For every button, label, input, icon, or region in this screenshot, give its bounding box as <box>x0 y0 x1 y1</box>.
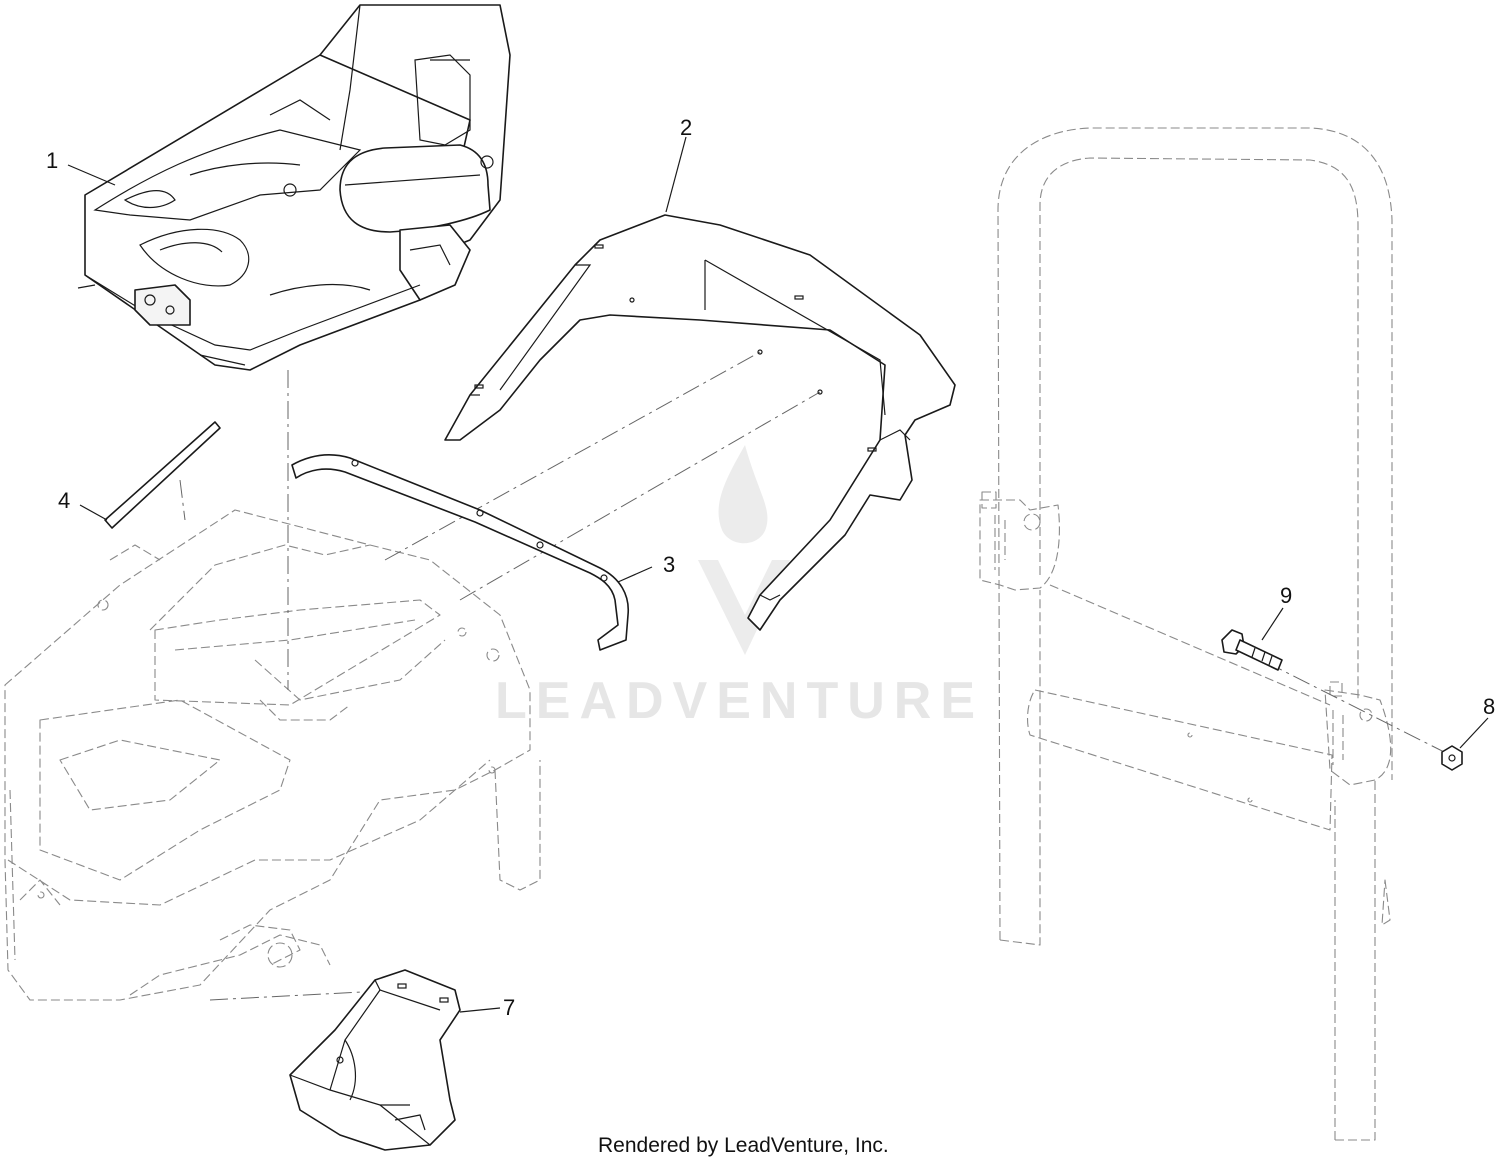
callout-9: 9 <box>1280 583 1292 608</box>
callout-3: 3 <box>663 552 675 577</box>
bolt <box>1221 607 1284 671</box>
callout-2-leader <box>665 136 687 213</box>
retaining-strap <box>291 454 653 651</box>
callout-2: 2 <box>680 115 692 140</box>
rops-pivot-bracket-upper <box>979 491 1060 591</box>
callout-7: 7 <box>503 995 515 1020</box>
rops-pivot-bracket-lower <box>1324 681 1392 786</box>
rendered-by-credit: Rendered by LeadVenture, Inc. <box>598 1134 889 1157</box>
decal-strip <box>79 421 221 529</box>
callout-1-leader <box>67 164 116 186</box>
seat-pan-shield <box>444 136 956 631</box>
foot-bracket <box>289 969 501 1151</box>
callout-9-leader <box>1261 607 1284 641</box>
callout-4: 4 <box>58 488 70 513</box>
callout-1: 1 <box>46 148 58 173</box>
seat-assembly <box>67 4 511 371</box>
watermark-text: LEADVENTURE <box>495 672 984 730</box>
hex-nut <box>1441 717 1489 771</box>
callout-8-leader <box>1459 717 1489 749</box>
rops-rollbar-phantom <box>997 127 1393 1141</box>
callout-4-leader <box>79 504 108 521</box>
callout-8: 8 <box>1483 694 1495 719</box>
leadventure-watermark: LEADVENTURE <box>495 445 984 730</box>
callout-3-leader <box>617 566 653 583</box>
callout-7-leader <box>459 1007 501 1013</box>
chassis-frame-phantom <box>4 509 541 1001</box>
